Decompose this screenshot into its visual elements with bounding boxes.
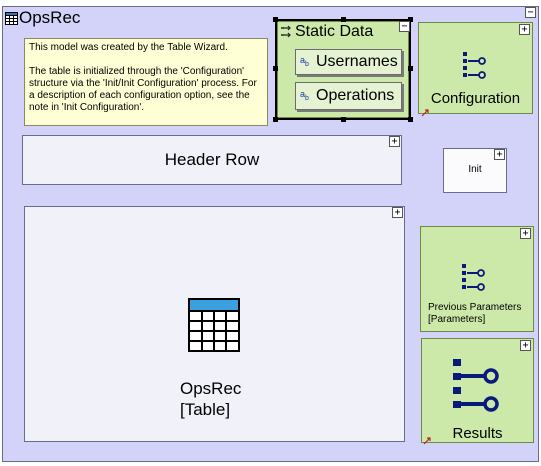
results-box[interactable] [421, 338, 534, 443]
configuration-box[interactable] [418, 22, 533, 114]
expand-header-row-button[interactable]: + [389, 136, 400, 147]
expand-configuration-button[interactable]: + [519, 24, 530, 35]
note-line-2: The table is initialized through the 'Co… [29, 66, 257, 113]
previous-parameters-caption: Previous Parameters [Parameters] [428, 302, 521, 326]
results-label: Results [452, 425, 503, 442]
selection-handle[interactable] [273, 17, 278, 22]
selection-handle[interactable] [341, 17, 346, 22]
string-type-icon: ab [300, 55, 309, 68]
selection-handle[interactable] [341, 117, 346, 122]
selection-handle[interactable] [273, 66, 278, 71]
operations-field[interactable]: ab Operations [295, 82, 402, 110]
selection-handle[interactable] [408, 66, 413, 71]
parameters-structure-icon [460, 262, 490, 296]
table-model-icon [5, 12, 19, 26]
header-row-label: Header Row [164, 150, 260, 169]
expand-results-button[interactable]: + [520, 340, 531, 351]
operations-label: Operations [316, 87, 395, 104]
shortcut-icon [421, 104, 429, 117]
expand-table-button[interactable]: + [392, 207, 403, 218]
selection-handle[interactable] [408, 117, 413, 122]
configuration-label: Configuration [430, 90, 521, 107]
table-kind: [Table] [180, 400, 231, 419]
selection-handle[interactable] [408, 17, 413, 22]
note-line-1: This model was created by the Table Wiza… [29, 42, 228, 53]
collapse-model-button[interactable]: − [525, 7, 536, 18]
expand-init-button[interactable]: + [494, 149, 505, 160]
list-icon [280, 25, 292, 39]
previous-parameters-box[interactable] [420, 226, 534, 332]
wizard-note[interactable]: This model was created by the Table Wiza… [24, 38, 268, 126]
shortcut-icon [423, 432, 431, 445]
static-data-title: Static Data [295, 23, 374, 40]
selection-handle[interactable] [273, 117, 278, 122]
previous-parameters-label: Previous Parameters [428, 302, 522, 313]
table-caption: OpsRec [Table] [180, 378, 241, 420]
model-title: OpsRec [19, 8, 81, 27]
usernames-label: Usernames [316, 53, 398, 70]
expand-previous-parameters-button[interactable]: + [520, 228, 531, 239]
parameters-kind-label: [Parameters] [428, 314, 486, 325]
table-icon [188, 298, 240, 352]
table-name: OpsRec [180, 379, 242, 398]
results-structure-icon [448, 356, 506, 422]
usernames-field[interactable]: ab Usernames [295, 49, 402, 75]
header-row-box[interactable] [22, 135, 402, 185]
structure-icon [461, 50, 491, 84]
string-type-icon: ab [300, 89, 309, 102]
init-label: Init [468, 164, 482, 175]
collapse-static-data-button[interactable]: − [399, 21, 410, 32]
